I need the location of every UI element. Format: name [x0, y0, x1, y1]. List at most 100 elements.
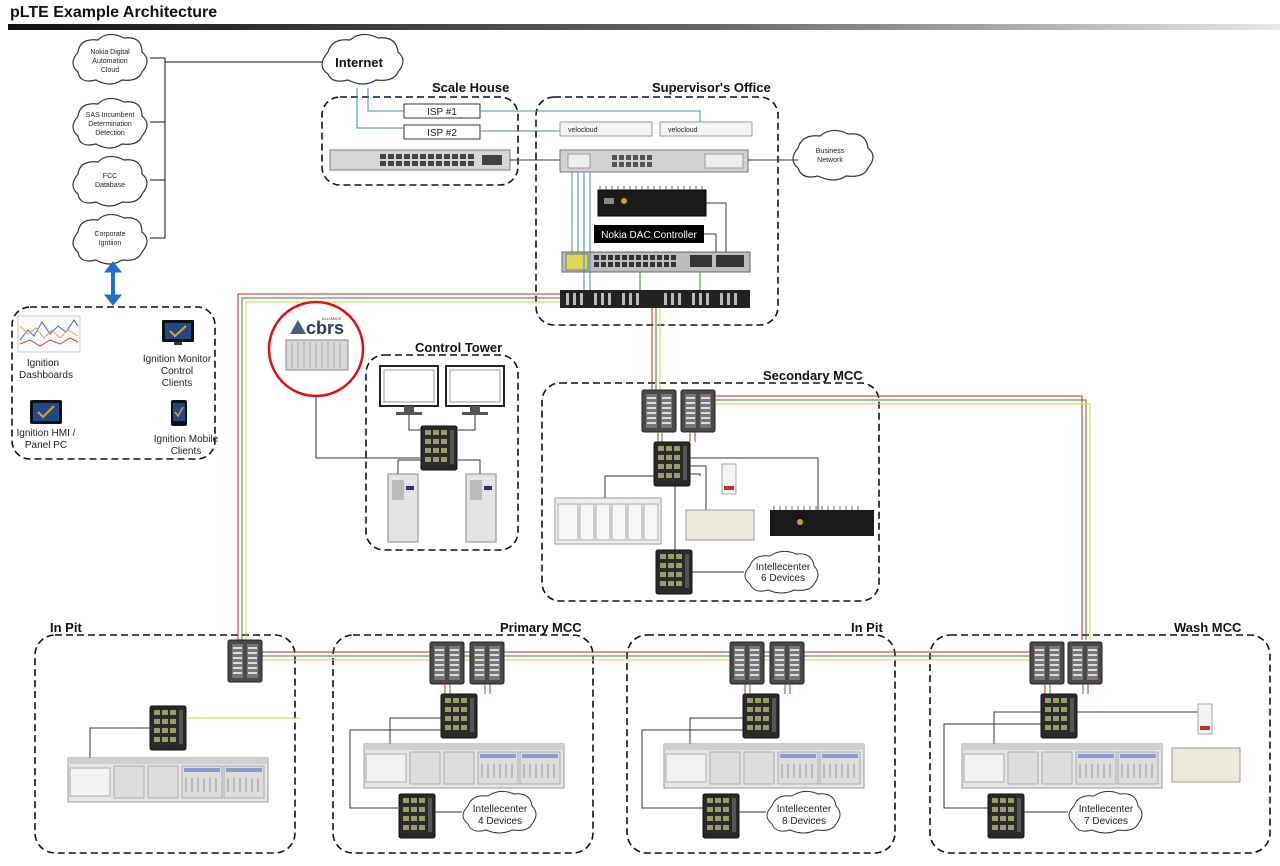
isp2-box: ISP #2 — [403, 124, 481, 140]
wash-compact-plc — [1171, 703, 1241, 783]
inpit-left-plc — [67, 757, 269, 803]
double-arrow-icon — [103, 261, 123, 306]
secondary-mcc-label: Secondary MCC — [763, 368, 863, 383]
hmi-panel-icon — [30, 400, 62, 424]
in-pit-left-label: In Pit — [50, 620, 82, 635]
wash-mcc-zone — [929, 634, 1271, 854]
sas-cloud-line2: Determination — [88, 121, 132, 128]
velocloud-2-label: velocloud — [668, 127, 698, 134]
hmi-line1: Ignition HMI / — [17, 428, 76, 439]
wash-intellecenter-switch — [987, 793, 1025, 839]
isp1-box: ISP #1 — [403, 103, 481, 119]
intellecenter-primary-line2: 4 Devices — [478, 816, 522, 827]
business-network-line1: Business — [816, 148, 845, 155]
dashboards-line2: Dashboards — [19, 370, 73, 381]
supervisors-office-label: Supervisor's Office — [652, 80, 771, 95]
inpit-right-intellecenter-switch — [702, 793, 740, 839]
tower-ipc-2 — [465, 473, 497, 543]
inpit-right-plc — [663, 743, 865, 789]
primary-fiber-switch-2 — [469, 641, 505, 685]
nokia-cloud-line3: Cloud — [101, 67, 119, 74]
primary-fiber-switch-1 — [429, 641, 465, 685]
firewall — [559, 149, 749, 173]
intellecenter-primary-cloud — [462, 790, 537, 834]
fcc-cloud-line1: FCC — [103, 173, 117, 180]
nokia-cloud-line1: Nokia Digital — [90, 49, 130, 56]
velocloud-1-label: velocloud — [568, 127, 598, 134]
fcc-cloud-line2: Database — [95, 182, 125, 189]
wash-switch — [1040, 693, 1078, 739]
sas-cloud-line3: Detection — [95, 130, 125, 137]
inpit-right-fiber-switch-1 — [729, 641, 765, 685]
in-pit-left-zone — [34, 634, 296, 854]
secondary-fiber-switch-2 — [680, 389, 716, 433]
scale-house-zone — [321, 96, 519, 186]
intellecenter-secondary-cloud — [744, 550, 819, 594]
tower-monitor-2 — [445, 365, 505, 415]
secondary-intellecenter-switch — [655, 549, 693, 595]
ignition-dashboards-chart — [17, 315, 81, 353]
cbrs-logo-text: cbrs — [306, 318, 344, 338]
nokia-dac-label: Nokia DAC Controller — [601, 230, 697, 241]
primary-switch — [440, 693, 478, 739]
monitor-line3: Clients — [162, 378, 193, 389]
hmi-line2: Panel PC — [25, 440, 67, 451]
intellecenter-wash-line2: 7 Devices — [1084, 816, 1128, 827]
primary-mcc-zone — [332, 634, 594, 854]
primary-intellecenter-switch — [398, 793, 436, 839]
mobile-line2: Clients — [171, 446, 202, 457]
wash-plc — [961, 743, 1163, 789]
isp1-label: ISP #1 — [427, 107, 457, 118]
tower-monitor-1 — [379, 365, 439, 415]
supervisors-office-zone — [535, 96, 779, 326]
intellecenter-inpit-line2: 8 Devices — [782, 816, 826, 827]
cbrs-radio: cbrs ALLIANCE — [267, 300, 365, 398]
sas-cloud-line1: SAS Incumbent — [86, 112, 135, 119]
monitor-line1: Ignition Monitor — [143, 354, 212, 365]
tower-switch — [420, 425, 458, 471]
nokia-cloud-line2: Automation — [92, 58, 128, 65]
control-tower-zone — [365, 354, 519, 551]
nokia-dac-controller: Nokia DAC Controller — [594, 225, 704, 243]
inpit-left-switch — [149, 705, 187, 751]
velocloud-1: velocloud — [559, 121, 653, 137]
core-switch — [561, 251, 751, 273]
cbrs-alliance-text: ALLIANCE — [322, 316, 342, 321]
secondary-mcc-zone — [541, 382, 880, 602]
primary-plc — [363, 743, 565, 789]
isp2-label: ISP #2 — [427, 128, 457, 139]
fcc-cloud — [72, 155, 148, 207]
edge-server — [597, 186, 707, 217]
primary-mcc-label: Primary MCC — [500, 620, 582, 635]
intellecenter-wash-line1: Intellecenter — [1079, 804, 1134, 815]
internet-cloud — [321, 33, 404, 85]
wash-mcc-label: Wash MCC — [1174, 620, 1242, 635]
monitor-line2: Control — [161, 366, 193, 377]
scale-house-switch — [329, 149, 511, 171]
mobile-client-icon — [171, 400, 187, 426]
sas-cloud — [72, 97, 148, 149]
wash-fiber-switch-2 — [1067, 641, 1103, 685]
compact-plc — [685, 463, 755, 541]
inpit-left-fiber-switch — [227, 639, 263, 683]
secondary-fiber-switch-1 — [641, 389, 677, 433]
intellecenter-secondary-line1: Intellecenter — [756, 562, 811, 573]
tower-ipc-1 — [387, 473, 419, 543]
monitor-client-icon — [162, 320, 194, 345]
velocloud-2: velocloud — [659, 121, 753, 137]
dashboards-line1: Ignition — [27, 358, 59, 369]
controllogix-rack — [554, 497, 662, 545]
clients-zone — [11, 306, 216, 460]
corporate-cloud-line1: Corporate — [94, 231, 125, 238]
title-underline — [8, 24, 1280, 30]
in-pit-right-label: In Pit — [851, 620, 883, 635]
business-network-cloud — [792, 129, 874, 181]
intellecenter-secondary-line2: 6 Devices — [761, 573, 805, 584]
intellecenter-inpit-line1: Intellecenter — [777, 804, 832, 815]
control-tower-label: Control Tower — [415, 340, 502, 355]
nokia-cloud — [72, 33, 148, 85]
inpit-right-switch — [742, 693, 780, 739]
intellecenter-primary-line1: Intellecenter — [473, 804, 528, 815]
page-title: pLTE Example Architecture — [10, 4, 218, 21]
